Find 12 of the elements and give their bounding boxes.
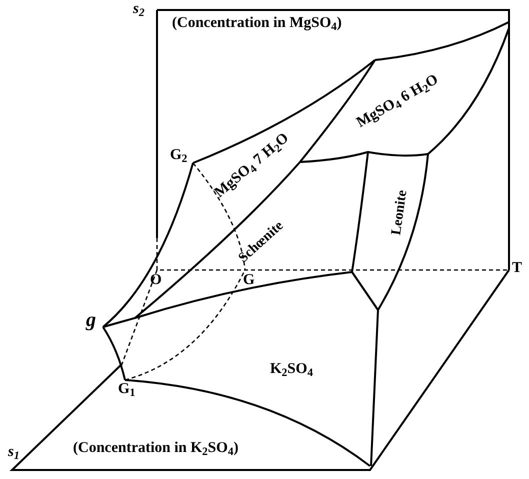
point-label: T bbox=[512, 261, 522, 276]
axis-label: s$_{2}$ bbox=[133, 2, 144, 17]
axis-title: (Concentration in K$_{2}$SO$_{4}$) bbox=[73, 441, 238, 456]
point-label: O bbox=[150, 273, 162, 288]
point-label: G$_{2}$ bbox=[170, 148, 188, 163]
point-label: g bbox=[86, 310, 96, 330]
point-label: G$_{1}$ bbox=[118, 382, 136, 397]
axis-title: (Concentration in MgSO$_{4}$) bbox=[172, 16, 342, 31]
axis-label: s$_{1}$ bbox=[8, 445, 20, 460]
point-label: G bbox=[243, 273, 255, 288]
region-label: K$_{2}$SO$_{4}$ bbox=[270, 362, 313, 377]
region-label: Leonite bbox=[390, 189, 410, 236]
